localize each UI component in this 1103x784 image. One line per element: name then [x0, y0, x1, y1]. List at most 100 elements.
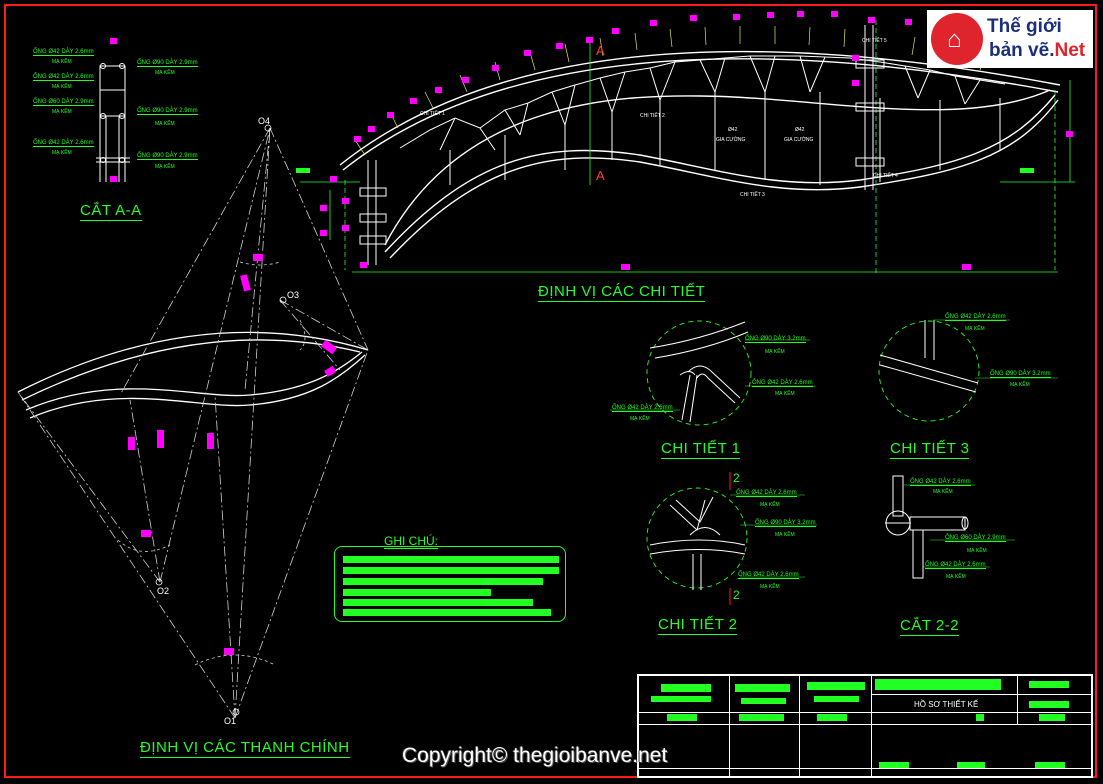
detail2-title: CHI TIẾT 2: [658, 616, 738, 635]
title-field: [814, 696, 859, 702]
section-aa-label: ỐNG Ø42 DÀY 2.6mm: [33, 49, 94, 56]
title-field: [739, 714, 784, 721]
detail1-label: ỐNG Ø42 DÀY 2.6mm: [612, 405, 673, 412]
title-field: [661, 684, 711, 692]
detail3-title: CHI TIẾT 3: [890, 440, 970, 459]
section-aa-sublabel: MẠ KẼM: [155, 70, 175, 76]
center-label-o3: O3: [287, 290, 300, 300]
section-aa-sublabel: MẠ KẼM: [52, 109, 72, 115]
notes-box: [334, 546, 566, 622]
note-line: [343, 589, 491, 596]
section-aa-label: ỐNG Ø42 DÀY 2.6mm: [33, 140, 94, 147]
detail1-sublabel: MẠ KẼM: [630, 416, 650, 422]
plan-title: ĐỊNH VỊ CÁC CHI TIẾT: [538, 283, 706, 302]
note-line: [343, 578, 543, 585]
section22-sublabel: MẠ KẼM: [967, 548, 987, 554]
arch-bottom-chord: [384, 94, 1056, 253]
copyright-watermark: Copyright© thegioibanve.net: [402, 744, 668, 767]
main-bars-geometry: [17, 331, 369, 419]
detail2-label: ỐNG Ø90 DÀY 3.2mm: [755, 520, 816, 527]
radial-construction-lines: [17, 127, 369, 719]
logo-line2: bản vẽ.Net: [989, 40, 1086, 61]
center-label-o4: O4: [258, 116, 271, 126]
detail-callout: CHI TIẾT 3: [740, 192, 765, 198]
main-bars-title: ĐỊNH VỊ CÁC THANH CHÍNH: [140, 739, 350, 758]
title-field: [667, 714, 697, 721]
section-mark-2-bottom: 2: [733, 588, 740, 602]
title-field: [1029, 701, 1069, 708]
detail3-sublabel: MẠ KẼM: [1010, 382, 1030, 388]
detail2-label: ỐNG Ø42 DÀY 2.6mm: [738, 572, 799, 579]
section-a-mark-bottom: A: [596, 168, 605, 183]
section-aa-label: ỐNG Ø90 DÀY 2.9mm: [137, 60, 198, 67]
detail3-label: ỐNG Ø42 DÀY 2.6mm: [945, 314, 1006, 321]
section22-title: CẮT 2-2: [900, 617, 960, 636]
house-icon: ⌂: [947, 26, 962, 53]
note-line: [343, 567, 559, 574]
arch-bottom-chord-inner: [389, 99, 1059, 259]
center-label-o2: O2: [157, 586, 170, 596]
gia-cuong-label: Ø42: [795, 127, 805, 133]
detail1-sublabel: MẠ KẼM: [765, 349, 785, 355]
note-line: [343, 599, 533, 606]
section-aa-sublabel: MẠ KẼM: [52, 84, 72, 90]
section-a-mark-top: A: [596, 43, 605, 58]
section22-label: ỐNG Ø42 DÀY 2.6mm: [910, 479, 971, 486]
detail1-sublabel: MẠ KẼM: [775, 391, 795, 397]
title-field: [807, 682, 865, 690]
section-aa-geometry: [96, 63, 130, 182]
section-aa-title: CẮT A-A: [80, 202, 142, 221]
section22-label: ỐNG Ø60 DÀY 2.9mm: [945, 535, 1006, 542]
title-field: [879, 762, 909, 768]
section-aa-sublabel: MẠ KẼM: [155, 121, 175, 127]
detail2-label: ỐNG Ø42 DÀY 2.6mm: [736, 490, 797, 497]
detail1-label: ỐNG Ø42 DÀY 2.6mm: [752, 380, 813, 387]
section-aa-sublabel: MẠ KẼM: [155, 164, 175, 170]
title-field: [651, 696, 711, 702]
arch-mid-chord: [384, 89, 1051, 246]
detail-callout: CHI TIẾT 1: [420, 111, 445, 117]
gia-cuong-sublabel: GIA CƯỜNG: [716, 137, 746, 143]
title-field: [1039, 714, 1065, 721]
gia-cuong-label: Ø42: [728, 127, 738, 133]
detail-callout: CHI TIẾT 2: [640, 113, 665, 119]
detail1-title: CHI TIẾT 1: [661, 440, 741, 459]
detail1-pipes: [649, 321, 749, 423]
title-field: [957, 762, 985, 768]
title-field: [875, 679, 1001, 690]
detail1-label: ỐNG Ø90 DÀY 3.2mm: [745, 336, 806, 343]
note-line: [343, 556, 559, 563]
center-label-o1: O1: [224, 716, 237, 726]
section-aa-sublabel: MẠ KẼM: [52, 59, 72, 65]
section-aa-label: ỐNG Ø42 DÀY 2.6mm: [33, 74, 94, 81]
arch-top-chord-outer: [339, 50, 1061, 166]
title-field: [817, 714, 847, 721]
detail3-label: ỐNG Ø90 DÀY 3.2mm: [990, 371, 1051, 378]
magenta-markers-bars: [128, 254, 338, 655]
section22-sublabel: MẠ KẼM: [946, 574, 966, 580]
arch-top-chord-inner: [342, 58, 1059, 171]
title-field: [741, 698, 786, 704]
title-field: [735, 684, 790, 692]
section-mark-2-top: 2: [733, 471, 740, 485]
section22-label: ỐNG Ø42 DÀY 2.6mm: [925, 562, 986, 569]
detail2-sublabel: MẠ KẼM: [760, 584, 780, 590]
section22-sublabel: MẠ KẼM: [933, 489, 953, 495]
title-field: [1029, 681, 1069, 688]
drawing-border: [4, 4, 1097, 778]
logo-line1: Thế giới: [987, 16, 1062, 37]
magenta-markers-plan: [110, 11, 1073, 270]
section-aa-label: ỐNG Ø90 DÀY 2.9mm: [137, 108, 198, 115]
site-logo[interactable]: ⌂ Thế giới bản vẽ.Net: [927, 10, 1093, 68]
detail3-sublabel: MẠ KẼM: [965, 326, 985, 332]
detail-callout: CHI TIẾT 5: [862, 38, 887, 44]
truss-web: [399, 55, 1006, 185]
title-field: [976, 714, 984, 721]
title-field: [1035, 762, 1065, 768]
section-aa-label: ỐNG Ø90 DÀY 2.9mm: [137, 153, 198, 160]
logo-badge: ⌂: [931, 13, 983, 65]
title-block: HỒ SƠ THIẾT KẾ: [637, 674, 1093, 778]
section-aa-label: ỐNG Ø60 DÀY 2.9mm: [33, 99, 94, 106]
